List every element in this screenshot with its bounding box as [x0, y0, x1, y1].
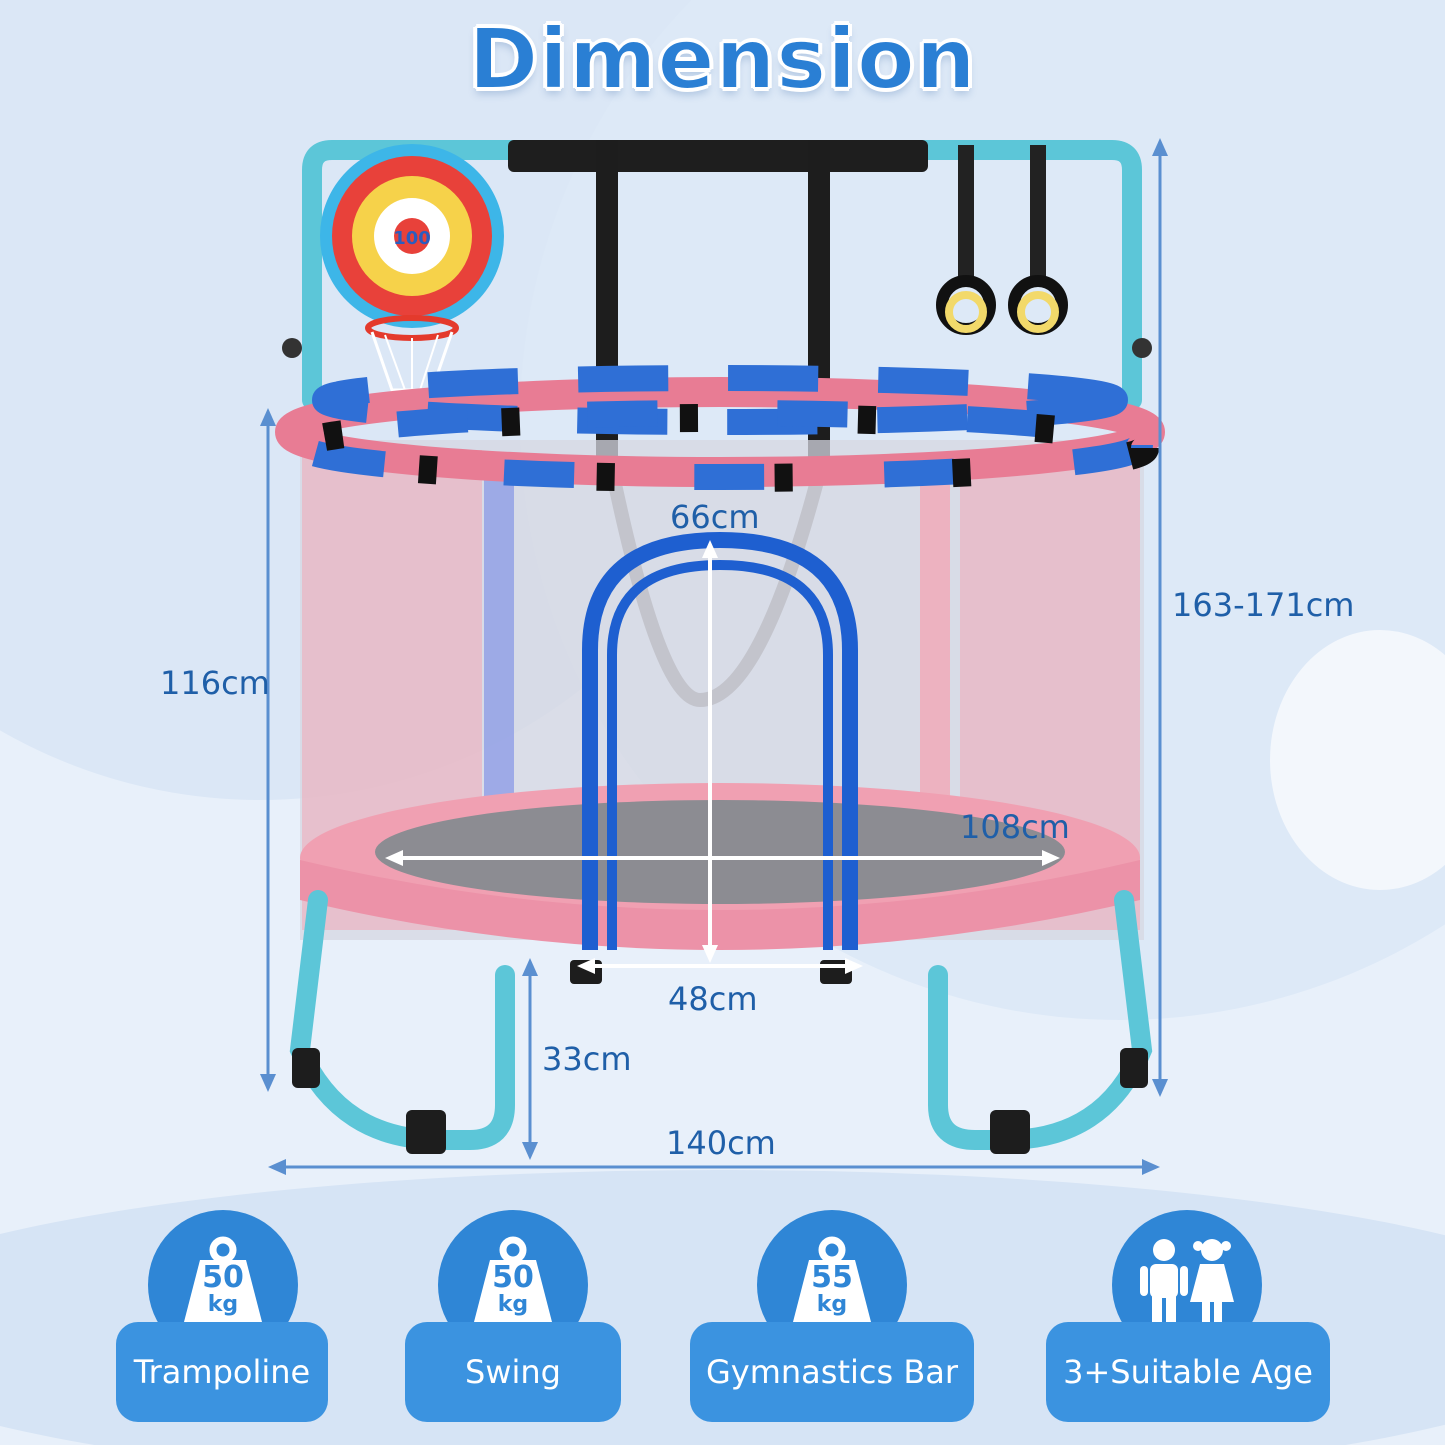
weight-unit: kg [207, 1292, 239, 1317]
door-arch [582, 531, 858, 950]
door-height-label: 66cm [670, 498, 760, 536]
gymnastics-rings [936, 145, 1068, 335]
leg-height-label: 33cm [542, 1040, 632, 1078]
door-width-label: 48cm [668, 980, 758, 1018]
frame-legs [289, 890, 1153, 1154]
children-icon [1140, 1239, 1234, 1330]
weight-value: 55 [811, 1260, 853, 1295]
badge-label: Gymnastics Bar [690, 1322, 974, 1422]
badge-label: Trampoline [116, 1322, 328, 1422]
weight-icon [184, 1236, 262, 1322]
weight-icon [793, 1236, 871, 1322]
net-height-label: 116cm [160, 664, 270, 702]
badge-label: Swing [405, 1322, 621, 1422]
weight-unit: kg [497, 1292, 529, 1317]
weight-unit: kg [816, 1292, 848, 1317]
weight-value: 50 [492, 1260, 534, 1295]
mat-diameter-label: 108cm [960, 808, 1070, 846]
dimension-arrows [260, 138, 1168, 1175]
base-width-label: 140cm [666, 1124, 776, 1162]
weight-value: 50 [202, 1260, 244, 1295]
badge-label: 3+Suitable Age [1046, 1322, 1330, 1422]
dartboard-center-label: 100 [393, 228, 431, 249]
dartboard: 100 [320, 144, 504, 328]
weight-icon [474, 1236, 552, 1322]
page-title: Dimension [467, 9, 977, 109]
total-height-label: 163-171cm [1172, 586, 1355, 624]
padded-top-ring [275, 365, 1165, 492]
